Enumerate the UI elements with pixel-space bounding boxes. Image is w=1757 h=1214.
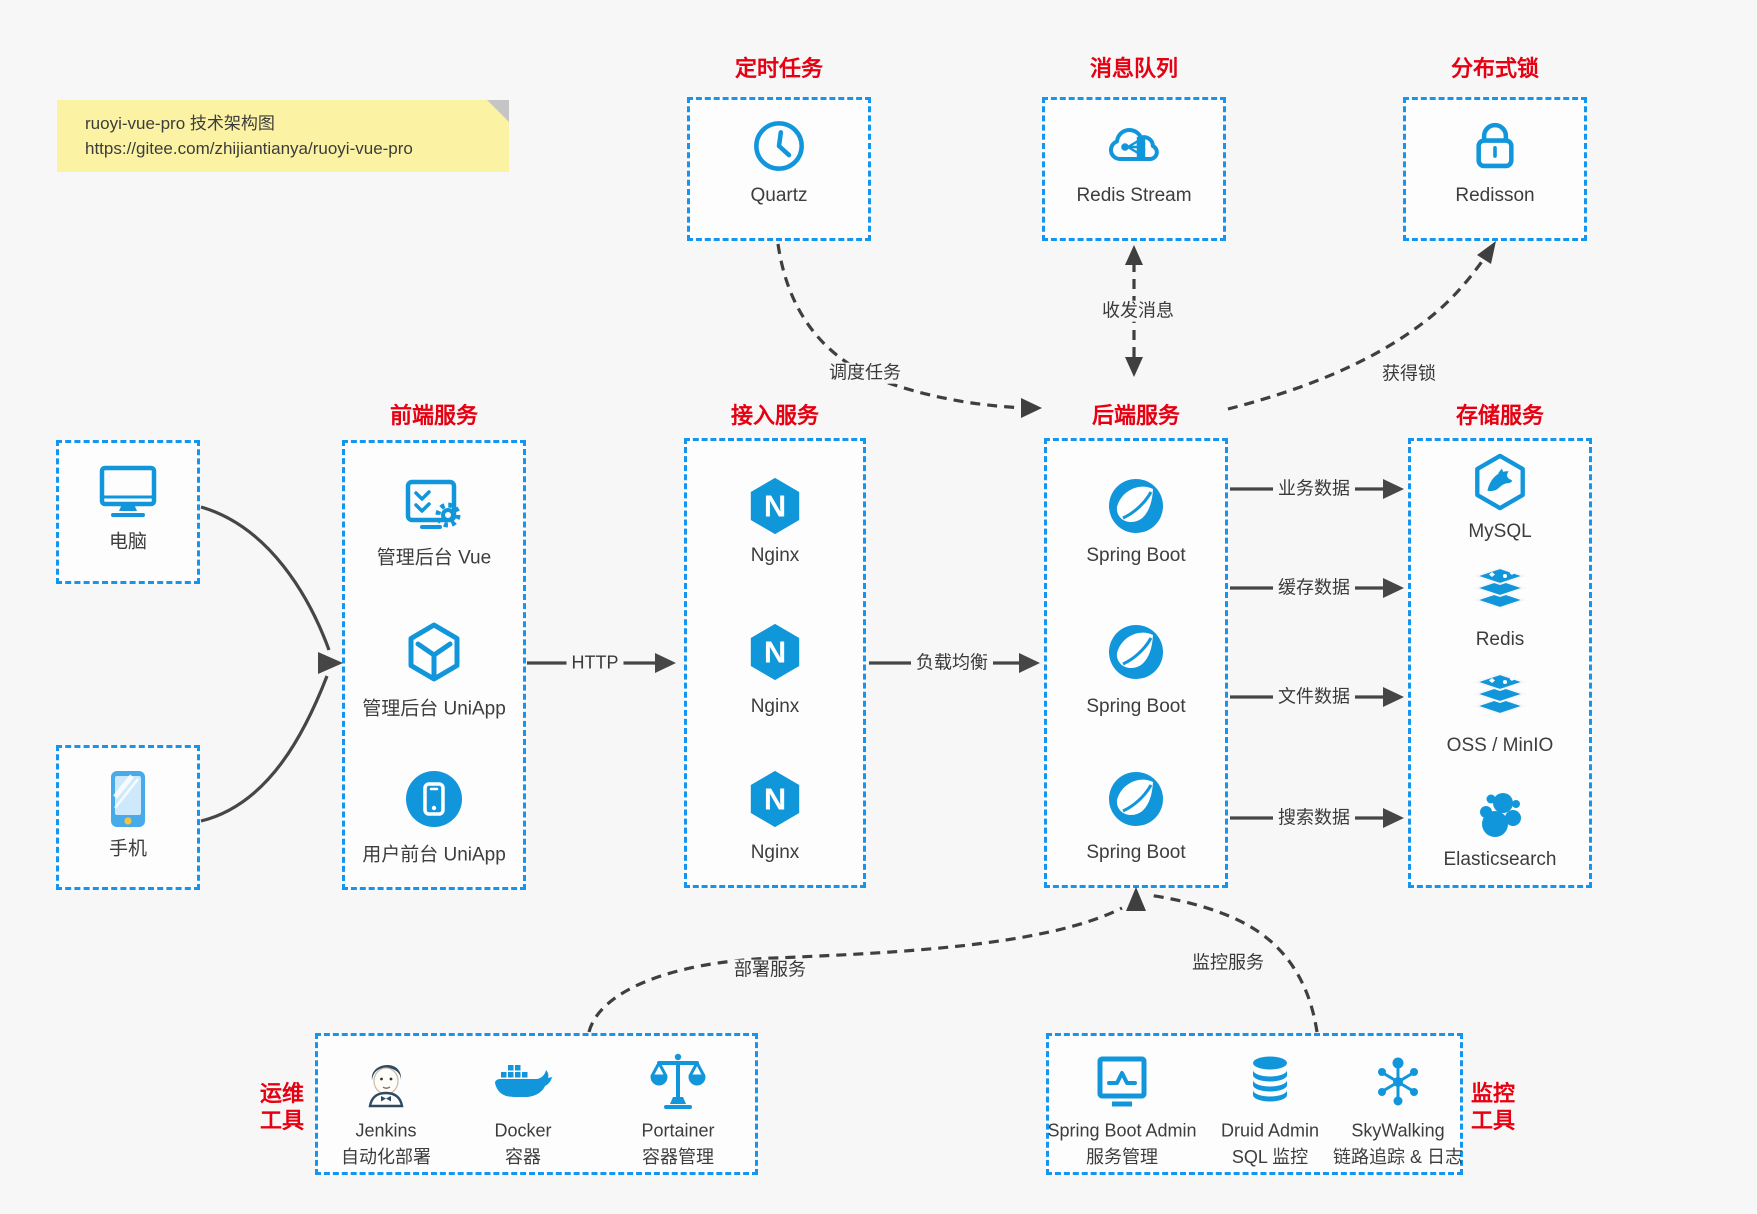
schedule-curve: [776, 243, 1025, 410]
spring-boot-icon: [1109, 479, 1163, 533]
arrowhead-frontend: [318, 652, 343, 674]
label-redis: Redis: [1475, 629, 1525, 650]
label-docker-desc: 容器: [505, 1147, 541, 1167]
svg-text:N: N: [764, 782, 786, 817]
label-admin-uniapp: 管理后台 UniApp: [362, 698, 506, 720]
note-text: ruoyi-vue-pro 技术架构图 https://gitee.com/zh…: [85, 111, 413, 161]
label-mysql: MySQL: [1468, 521, 1532, 542]
label-jenkins: Jenkins: [355, 1120, 417, 1141]
zone-title-gateway: 接入服务: [730, 403, 820, 428]
edge-label-schedule: 调度任务: [824, 362, 906, 384]
svg-text:N: N: [764, 635, 786, 670]
label-nginx-3: Nginx: [750, 842, 800, 863]
nginx-icon: N: [750, 477, 800, 535]
label-jenkins-desc: 自动化部署: [341, 1147, 431, 1167]
zone-title-monitor-2: 工具: [1470, 1108, 1516, 1133]
nginx-icon: N: [750, 770, 800, 828]
label-phone: 手机: [108, 838, 148, 860]
edge-label-http: HTTP: [566, 652, 624, 674]
cloud-stream-icon: [1108, 128, 1159, 162]
redisson-box: [1403, 97, 1587, 241]
zone-title-frontend: 前端服务: [389, 403, 479, 428]
label-spring-boot-1: Spring Boot: [1086, 545, 1186, 566]
user-front-app-icon: [406, 771, 462, 827]
phone-icon: [111, 771, 145, 827]
label-elasticsearch: Elasticsearch: [1443, 849, 1557, 870]
mysql-icon: [1475, 453, 1525, 511]
label-redis-stream: Redis Stream: [1076, 185, 1192, 206]
skywalking-icon: [1378, 1057, 1418, 1106]
client-arrows: [200, 505, 331, 823]
edge-label-business-data: 业务数据: [1273, 478, 1355, 500]
elasticsearch-icon: [1480, 793, 1521, 837]
edge-label-cache-data: 缓存数据: [1273, 577, 1355, 599]
zone-title-ops-2: 工具: [259, 1108, 305, 1133]
spring-boot-admin-icon: [1097, 1056, 1147, 1107]
jenkins-icon: [368, 1064, 404, 1108]
label-spring-boot-2: Spring Boot: [1086, 696, 1186, 717]
label-spring-boot-3: Spring Boot: [1086, 842, 1186, 863]
druid-database-icon: [1253, 1056, 1287, 1102]
portainer-scales-icon: [650, 1053, 706, 1109]
zone-title-backend: 后端服务: [1091, 403, 1181, 428]
redis-stack-icon: [1472, 566, 1528, 610]
arrowhead-http: [655, 653, 676, 673]
svg-text:N: N: [764, 489, 786, 524]
clock-icon: [754, 121, 804, 171]
label-skywalking: SkyWalking: [1351, 1120, 1445, 1141]
label-druid: Druid Admin: [1220, 1120, 1320, 1141]
uniapp-cube-icon: [408, 622, 460, 682]
lock-curve: [1227, 259, 1485, 411]
label-druid-desc: SQL 监控: [1231, 1147, 1309, 1167]
docker-icon: [495, 1065, 552, 1097]
edge-label-file-data: 文件数据: [1273, 686, 1355, 708]
desktop-icon: [99, 465, 157, 517]
label-user-uniapp: 用户前台 UniApp: [362, 844, 506, 866]
admin-vue-icon: [405, 479, 461, 529]
edge-label-search-data: 搜索数据: [1273, 807, 1355, 829]
arrowheads-storage: [1383, 479, 1404, 828]
label-oss-minio: OSS / MinIO: [1446, 735, 1554, 756]
label-admin-vue: 管理后台 Vue: [376, 547, 492, 569]
edge-label-deploy: 部署服务: [729, 959, 811, 981]
label-portainer: Portainer: [641, 1120, 715, 1141]
note-line-1: ruoyi-vue-pro 技术架构图: [85, 114, 275, 133]
zone-title-lock: 分布式锁: [1450, 56, 1540, 81]
zone-title-storage: 存储服务: [1455, 403, 1545, 428]
label-nginx-2: Nginx: [750, 696, 800, 717]
zone-title-mq: 消息队列: [1089, 56, 1179, 81]
arrowhead-load-balance: [1019, 653, 1040, 673]
sticky-note: ruoyi-vue-pro 技术架构图 https://gitee.com/zh…: [57, 100, 509, 172]
edge-label-monitor: 监控服务: [1187, 952, 1269, 974]
label-sba: Spring Boot Admin: [1047, 1120, 1197, 1141]
label-portainer-desc: 容器管理: [642, 1147, 714, 1167]
deploy-curve: [587, 906, 1123, 1033]
lock-icon: [1476, 122, 1514, 169]
label-sba-desc: 服务管理: [1086, 1147, 1158, 1167]
label-nginx-1: Nginx: [750, 545, 800, 566]
note-fold-icon: [487, 100, 509, 122]
mq-box: [1042, 97, 1226, 241]
oss-stack-icon: [1472, 672, 1528, 716]
storage-arrows: [1230, 487, 1386, 820]
label-redisson: Redisson: [1455, 185, 1535, 206]
nginx-icon: N: [750, 623, 800, 681]
spring-boot-icon: [1109, 772, 1163, 826]
label-skywalking-desc: 链路追踪 & 日志: [1332, 1147, 1464, 1167]
edge-label-acquire-lock: 获得锁: [1377, 363, 1441, 385]
pc-box: [56, 440, 200, 584]
label-docker: Docker: [494, 1120, 552, 1141]
zone-title-monitor-1: 监控: [1470, 1081, 1516, 1106]
label-quartz: Quartz: [750, 185, 808, 206]
spring-boot-icon: [1109, 625, 1163, 679]
edge-label-load-balance: 负载均衡: [911, 652, 993, 674]
zone-title-ops-1: 运维: [259, 1081, 305, 1106]
note-line-2: https://gitee.com/zhijiantianya/ruoyi-vu…: [85, 139, 413, 158]
zone-title-scheduler: 定时任务: [734, 56, 824, 81]
edge-label-message: 收发消息: [1097, 300, 1179, 322]
label-pc: 电脑: [108, 531, 148, 553]
